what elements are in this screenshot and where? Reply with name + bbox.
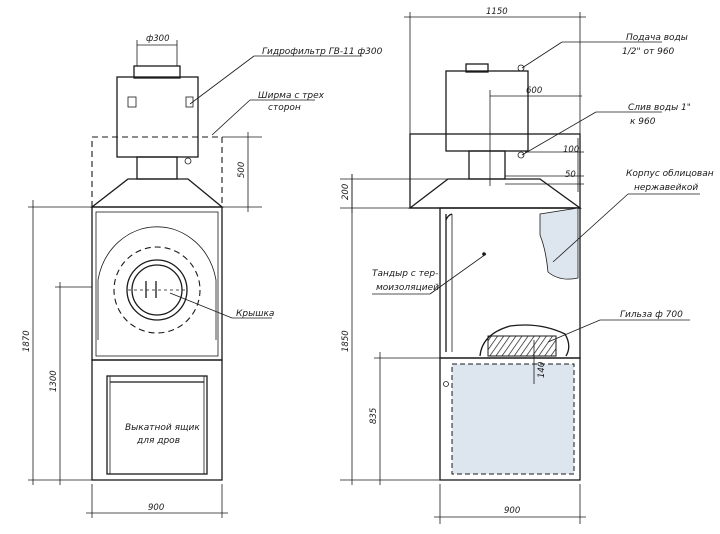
side-drawer (451, 363, 575, 475)
svg-text:для дров: для дров (136, 436, 180, 446)
svg-text:сторон: сторон (268, 103, 301, 113)
hood (90, 178, 224, 208)
neck-pipe (136, 156, 178, 180)
side-cabinet (439, 357, 581, 481)
filter-box (116, 76, 199, 158)
svg-text:1850: 1850 (341, 330, 351, 352)
svg-text:Гильза ф 700: Гильза ф 700 (620, 310, 683, 320)
svg-text:900: 900 (148, 503, 164, 513)
side-filter-box (445, 70, 529, 152)
sleeve-hatch (487, 335, 557, 357)
svg-text:200: 200 (341, 184, 351, 200)
svg-text:Слив воды 1": Слив воды 1" (628, 103, 691, 113)
svg-text:Тандыр с тер-: Тандыр с тер- (372, 269, 438, 279)
svg-text:Корпус облицован: Корпус облицован (626, 169, 714, 179)
drawer (106, 375, 208, 475)
svg-text:нержавейкой: нержавейкой (634, 183, 698, 193)
svg-text:1/2" от 960: 1/2" от 960 (622, 47, 675, 57)
svg-text:1300: 1300 (49, 370, 59, 392)
svg-text:Крышка: Крышка (236, 309, 274, 319)
svg-text:1150: 1150 (486, 7, 508, 17)
pipe-diameter: ф300 (146, 34, 170, 44)
svg-text:100: 100 (563, 145, 579, 155)
label-filter: Гидрофильтр ГВ-11 ф300 (262, 47, 383, 57)
drawer-cabinet (91, 359, 223, 481)
casing-panel (539, 207, 579, 280)
svg-text:1870: 1870 (22, 330, 32, 352)
svg-text:Ширма с трех: Ширма с трех (258, 91, 325, 101)
svg-text:600: 600 (526, 86, 542, 96)
svg-text:Подача воды: Подача воды (626, 33, 688, 43)
svg-text:Выкатной ящик: Выкатной ящик (125, 423, 200, 433)
svg-text:50: 50 (565, 170, 576, 180)
screen-outline (91, 136, 223, 208)
side-view: 1150 Подача воды 1/2" от 960 600 Слив во… (340, 7, 714, 524)
svg-text:900: 900 (504, 506, 520, 516)
tandoor-body (91, 206, 223, 361)
svg-text:моизоляцией: моизоляцией (376, 283, 439, 293)
svg-text:500: 500 (237, 162, 247, 178)
svg-text:140: 140 (537, 362, 547, 378)
svg-text:к 960: к 960 (630, 117, 656, 127)
svg-text:835: 835 (369, 408, 379, 424)
front-view: ф300 Гидрофильтр ГВ-11 ф300 Ширма с трех… (22, 34, 383, 518)
